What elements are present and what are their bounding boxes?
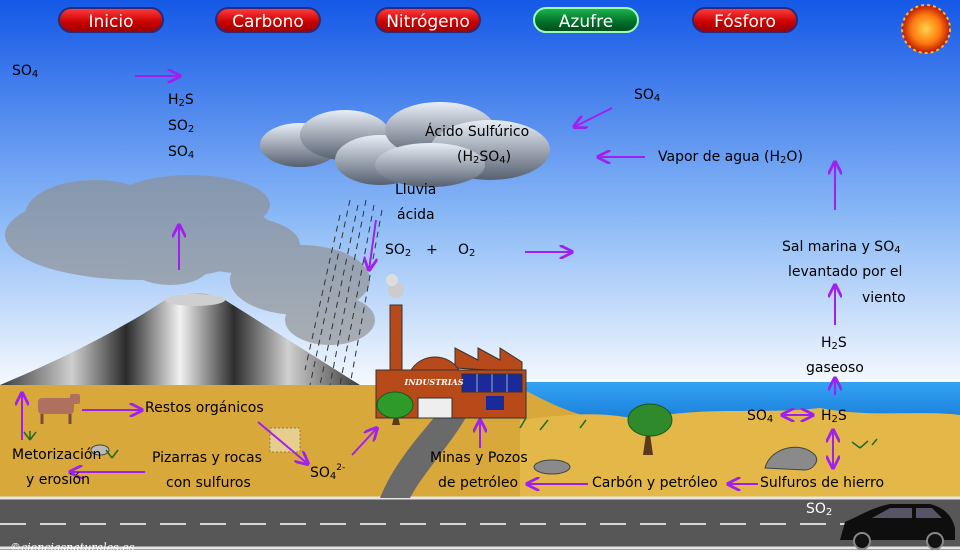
tree-icon xyxy=(376,391,414,425)
minas-line2: de petróleo xyxy=(438,475,519,491)
nav-inicio-button[interactable]: Inicio xyxy=(58,7,164,33)
sal-marina-line3: viento xyxy=(862,290,906,306)
pizarras-line2: con sulfuros xyxy=(166,475,251,491)
so2-volcano-label: SO2 xyxy=(168,118,195,135)
acid-rain xyxy=(304,199,383,386)
vapor-agua-label: Vapor de agua (H2O) xyxy=(658,149,803,166)
credit-text: ©cienciasnaturales.es xyxy=(10,541,135,554)
factory-sign: INDUSTRIAS xyxy=(403,377,463,387)
plus-label: + xyxy=(426,242,438,258)
rock-icon xyxy=(90,444,818,475)
so4-sea-label: SO4 xyxy=(747,408,774,425)
meteorizacion-line2: y erosión xyxy=(26,472,90,488)
sal-marina-line2: levantado por el xyxy=(788,264,903,280)
nav-fosforo-button[interactable]: Fósforo xyxy=(692,7,798,33)
sun-icon xyxy=(901,4,951,54)
nav-azufre-button[interactable]: Azufre xyxy=(533,7,639,33)
carbon-petroleo-label: Carbón y petróleo xyxy=(592,475,718,491)
acido-formula-label: (H2SO4) xyxy=(457,149,512,166)
restos-organicos-label: Restos orgánicos xyxy=(145,400,264,416)
volcano-icon xyxy=(0,293,360,385)
h2s-gaseoso-label: H2S xyxy=(821,335,847,352)
minas-line1: Minas y Pozos xyxy=(430,450,528,466)
so2-car-label: SO2 xyxy=(806,501,833,518)
smoke-cloud xyxy=(5,175,375,345)
grass-tufts xyxy=(23,417,878,459)
cow-icon xyxy=(38,394,80,424)
lluvia-label: Lluvia xyxy=(395,182,437,198)
so4-top-left-label: SO4 xyxy=(12,63,39,80)
so4-ion-label: SO42- xyxy=(310,463,346,482)
nav-carbono-button[interactable]: Carbono xyxy=(215,7,321,33)
car-icon xyxy=(840,504,955,550)
so4-volcano-label: SO4 xyxy=(168,144,195,161)
so2-mid-label: SO2 xyxy=(385,242,412,259)
meteorizacion-line1: Metorización xyxy=(12,447,102,463)
o2-label: O2 xyxy=(458,242,476,259)
flow-arrows xyxy=(22,76,835,484)
so4-ion-charge: 2- xyxy=(336,463,346,473)
acida-label: ácida xyxy=(397,207,435,223)
sal-marina-line1: Sal marina y SO4 xyxy=(782,239,901,256)
sulfuros-hierro-label: Sulfuros de hierro xyxy=(760,475,885,491)
tree-icon xyxy=(627,403,673,455)
so4-sky-label: SO4 xyxy=(634,87,661,104)
nav-nitrogeno-button[interactable]: Nitrógeno xyxy=(375,7,481,33)
cloud-icon xyxy=(260,102,550,187)
side-road xyxy=(380,410,470,498)
gaseoso-label: gaseoso xyxy=(806,360,864,376)
h2s-volcano-label: H2S xyxy=(168,92,194,109)
acido-sulfurico-label: Ácido Sulfúrico xyxy=(425,124,530,140)
h2s-sea-label: H2S xyxy=(821,408,847,425)
pizarras-line1: Pizarras y rocas xyxy=(152,450,262,466)
rock-sample-icon xyxy=(269,427,301,453)
